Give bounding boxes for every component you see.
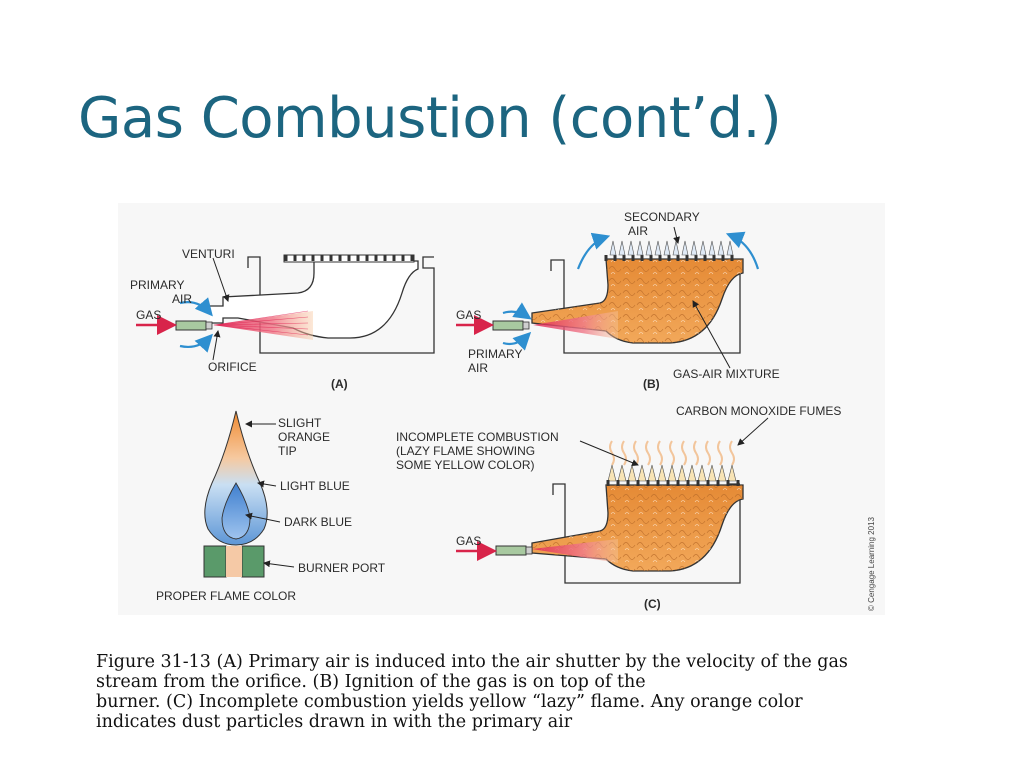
panel-c-burner-ports <box>606 480 740 486</box>
panel-b-nozzle <box>492 320 524 331</box>
incomplete-combustion-label-1: INCOMPLETE COMBUSTION <box>396 430 559 444</box>
caption-line-2: stream from the orifice. (B) Ignition of… <box>96 672 646 692</box>
secondary-air-arrow-right <box>725 231 760 270</box>
venturi-label: VENTURI <box>182 247 235 261</box>
figure-caption: Figure 31-13 (A) Primary air is induced … <box>96 652 916 732</box>
panel-a-air-arrow-bottom <box>179 333 213 353</box>
panel-a-nozzle <box>175 320 207 331</box>
copyright-text: © Cengage Learning 2013 <box>867 516 876 611</box>
primary-air-label-a-1: PRIMARY <box>130 278 184 292</box>
secondary-air-arrow-left <box>576 232 611 270</box>
panel-b-gas-stream <box>533 311 618 339</box>
slide-title: Gas Combustion (cont’d.) <box>78 86 782 151</box>
gas-label-a: GAS <box>136 308 161 322</box>
incomplete-combustion-label-2: (LAZY FLAME SHOWING <box>396 444 535 458</box>
burner-port-label: BURNER PORT <box>298 561 386 575</box>
caption-line-4: indicates dust particles drawn in with t… <box>96 712 573 732</box>
proper-flame-color-label: PROPER FLAME COLOR <box>156 589 296 603</box>
primary-air-label-a-2: AIR <box>172 292 192 306</box>
burner-diagram-svg: VENTURI PRIMARY AIR GAS ORIFICE (A) <box>130 210 876 611</box>
panel-c-lazy-flames <box>607 464 737 482</box>
panel-c-label: (C) <box>644 597 661 611</box>
primary-air-label-b-2: AIR <box>468 361 488 375</box>
panel-c-gas-stream <box>532 539 618 563</box>
panel-a: VENTURI PRIMARY AIR GAS ORIFICE (A) <box>130 247 435 391</box>
flame-panel: SLIGHT ORANGE TIP LIGHT BLUE DARK BLUE B… <box>156 410 386 603</box>
light-blue-label: LIGHT BLUE <box>280 479 350 493</box>
burner-gap <box>226 546 242 577</box>
incomplete-combustion-label-3: SOME YELLOW COLOR) <box>396 458 534 472</box>
panel-b-label: (B) <box>643 377 660 391</box>
caption-line-1: Figure 31-13 (A) Primary air is induced … <box>96 652 848 672</box>
panel-c-nozzle <box>495 545 527 556</box>
burner-port-left <box>203 545 227 578</box>
burner-port-right <box>241 545 265 578</box>
caption-line-3: burner. (C) Incomplete combustion yields… <box>96 692 803 712</box>
flame-inner <box>221 482 251 540</box>
panel-b: SECONDARY AIR GAS PRIMARY AIR GAS-AIR MI… <box>456 210 780 391</box>
panel-c: CARBON MONOXIDE FUMES INCOMPLETE COMBUST… <box>396 404 841 611</box>
slight-orange-tip-label-1: SLIGHT <box>278 416 322 430</box>
panel-a-label: (A) <box>331 377 348 391</box>
panel-b-air-arrow-bottom <box>502 331 532 351</box>
gas-label-b: GAS <box>456 308 481 322</box>
slight-orange-tip-label-2: ORANGE <box>278 430 330 444</box>
panel-b-flames <box>609 240 734 256</box>
dark-blue-label: DARK BLUE <box>284 515 352 529</box>
panel-a-burner-ports <box>283 254 415 263</box>
carbon-monoxide-label: CARBON MONOXIDE FUMES <box>676 404 841 418</box>
panel-a-air-arrow-top <box>179 297 213 317</box>
gas-air-mixture-label: GAS-AIR MIXTURE <box>673 367 780 381</box>
panel-b-air-arrow-top <box>502 302 532 320</box>
secondary-air-label-1: SECONDARY <box>624 210 700 224</box>
panel-b-burner-ports <box>604 255 734 261</box>
orifice-label: ORIFICE <box>208 360 257 374</box>
primary-air-label-b-1: PRIMARY <box>468 347 522 361</box>
panel-a-enclosure <box>247 256 435 354</box>
slight-orange-tip-label-3: TIP <box>278 444 297 458</box>
burner-diagram: VENTURI PRIMARY AIR GAS ORIFICE (A) <box>118 203 885 615</box>
secondary-air-label-2: AIR <box>628 224 648 238</box>
gas-label-c: GAS <box>456 534 481 548</box>
